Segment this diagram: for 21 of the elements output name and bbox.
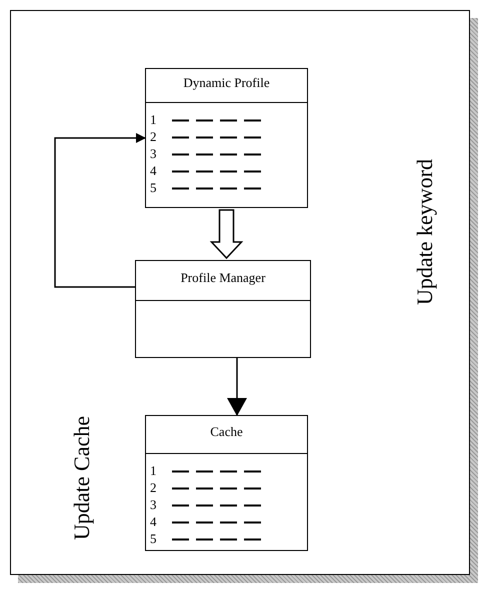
row-number: 4 (150, 513, 156, 530)
side-label: Update keyword (412, 159, 438, 305)
row-number: 3 (150, 145, 156, 162)
arrow (227, 358, 247, 416)
row-number: 1 (150, 462, 156, 479)
row-number: 5 (150, 179, 156, 196)
row-number: 2 (150, 128, 156, 145)
row-number: 4 (150, 162, 156, 179)
row-number: 1 (150, 111, 156, 128)
row-number: 3 (150, 496, 156, 513)
block-arrow (210, 209, 244, 260)
table-box (145, 415, 308, 551)
row-number: 2 (150, 479, 156, 496)
table-heading: Profile Manager (180, 270, 266, 285)
process-box (135, 260, 311, 358)
table-box (145, 68, 308, 208)
arrow (54, 133, 146, 288)
table-heading: Dynamic Profile (183, 75, 270, 90)
side-label: Update Cache (69, 416, 95, 540)
table-heading: Cache (210, 424, 243, 439)
row-number: 5 (150, 530, 156, 547)
